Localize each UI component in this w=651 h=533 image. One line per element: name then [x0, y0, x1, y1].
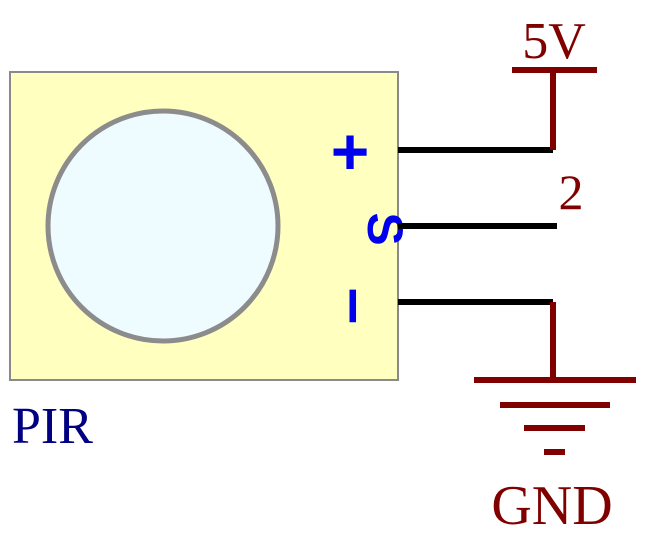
pin-label-plus: +: [331, 114, 370, 188]
ground-net-label: GND: [491, 475, 612, 533]
pin-label-minus: –: [321, 288, 395, 325]
power-net-label: 5V: [522, 13, 586, 70]
pir-sensor-lens: [45, 108, 281, 344]
signal-pin-number: 2: [559, 164, 584, 220]
component-label: PIR: [12, 398, 93, 455]
